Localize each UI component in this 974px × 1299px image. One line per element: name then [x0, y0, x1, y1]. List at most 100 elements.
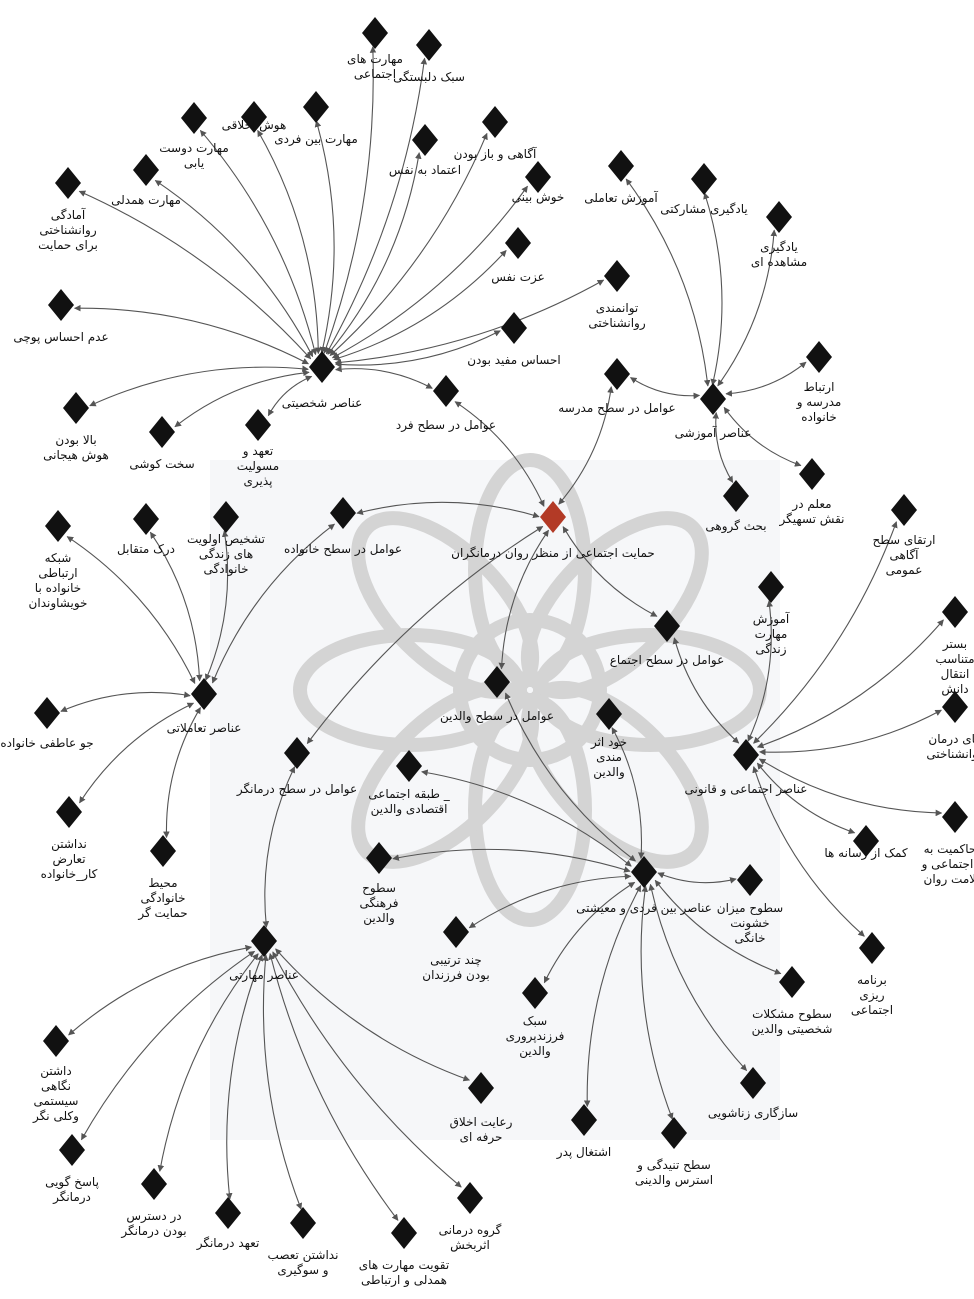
- node-diamond-icon: [241, 101, 267, 133]
- edge-educational-school_family: [725, 361, 807, 397]
- node-particip_learn[interactable]: یادگیری مشارکتی: [660, 163, 748, 217]
- node-interactive_edu[interactable]: آموزش تعاملی: [584, 150, 658, 206]
- node-label: عزت نفس: [491, 270, 545, 285]
- edge-personality-commit: [267, 375, 313, 417]
- node-label: تشخیص اولویت: [187, 532, 265, 547]
- node-label: نداشتن: [51, 837, 87, 852]
- node-no_empty[interactable]: عدم احساس پوچی: [13, 289, 109, 345]
- node-diamond-icon: [309, 351, 335, 383]
- node-label: همدلی و ارتباطی: [361, 1273, 447, 1288]
- node-moral_int[interactable]: هوش اخلاقی: [222, 101, 287, 133]
- node-optimism[interactable]: خوش بینی: [512, 161, 565, 205]
- node-useful[interactable]: احساس مفید بودن: [467, 312, 561, 368]
- node-label: کمک از رسانه ها: [824, 846, 908, 861]
- node-label: رعایت اخلاق: [450, 1115, 513, 1130]
- node-marital[interactable]: سازگاری زناشویی: [708, 1067, 798, 1121]
- node-empathy[interactable]: مهارت همدلی: [111, 154, 181, 208]
- node-self_esteem[interactable]: عزت نفس: [491, 227, 545, 285]
- node-label: مهارت همدلی: [111, 193, 181, 208]
- node-father_job[interactable]: اشتغال پدر: [556, 1104, 611, 1160]
- node-aware[interactable]: آگاهی و باز بودن: [454, 106, 537, 162]
- node-center[interactable]: حمایت اجتماعی از منظر روان درمانگران: [451, 501, 655, 561]
- node-social_legal[interactable]: عناصر اجتماعی و قانونی: [685, 739, 808, 797]
- node-diamond-icon: [141, 1168, 167, 1200]
- node-diligence[interactable]: سخت کوشی: [129, 416, 195, 472]
- node-label: نگاهی: [41, 1079, 71, 1093]
- node-skills[interactable]: عناصر مهارتی: [229, 925, 299, 983]
- node-diamond-icon: [133, 503, 159, 535]
- node-personality[interactable]: عناصر شخصیتی: [282, 351, 363, 411]
- node-label: تعارض: [52, 852, 85, 867]
- node-label: شخصیتی والدین: [752, 1022, 833, 1037]
- node-label: ارتباطی: [38, 566, 77, 581]
- node-diamond-icon: [48, 289, 74, 321]
- node-interpersonal[interactable]: عناصر بین فردی و معیشتی: [576, 856, 712, 916]
- node-label: طبقه اجتماعی _: [368, 787, 450, 801]
- edge-interactional-climate: [60, 691, 191, 713]
- node-f_school[interactable]: عوامل در سطح مدرسه: [558, 358, 676, 416]
- node-f_family[interactable]: عوامل در سطح خانواده: [284, 497, 402, 557]
- node-therapy_centers[interactable]: های درمانروانشناختی: [926, 691, 974, 762]
- node-f_individual[interactable]: عوامل در سطح فرد: [396, 375, 496, 433]
- node-diamond-icon: [891, 494, 917, 526]
- node-interp_sk[interactable]: مهارت بین فردی: [274, 91, 358, 147]
- node-climate[interactable]: جو عاطفی خانواده: [0, 697, 94, 751]
- node-label: والدین: [519, 1044, 551, 1059]
- node-educational[interactable]: عناصر آموزشی: [675, 383, 752, 441]
- node-commit_t[interactable]: تعهد درمانگر: [196, 1197, 260, 1251]
- edge-personality-no_empty: [73, 304, 309, 365]
- edge-interpersonal-stress: [640, 885, 674, 1120]
- node-f_therapist[interactable]: عوامل در سطح درمانگر: [236, 737, 357, 797]
- node-governance[interactable]: ه حاکمیت بهت اجتماعی وسلامت روان: [921, 801, 974, 887]
- node-label: روانشناختی: [926, 747, 974, 762]
- node-self_conf[interactable]: اعتماد به نفس: [389, 124, 461, 178]
- node-label: خانواده: [801, 410, 837, 425]
- node-style_att[interactable]: سبک دلبستگی: [393, 29, 465, 84]
- node-group_disc[interactable]: بحث گروهی: [705, 480, 767, 534]
- node-ses[interactable]: طبقه اجتماعی _اقتصادی والدین: [368, 750, 451, 817]
- node-f_society[interactable]: عوامل در سطح اجتماع: [610, 610, 725, 668]
- node-diamond-icon: [604, 358, 630, 390]
- node-label: تعهد درمانگر: [196, 1236, 260, 1251]
- node-diamond-icon: [608, 150, 634, 182]
- node-mutual[interactable]: درک متقابل: [117, 503, 175, 557]
- node-media[interactable]: کمک از رسانه ها: [824, 825, 908, 861]
- node-label: چند ترتیبی: [430, 953, 482, 968]
- node-label: مسولیت: [237, 459, 279, 474]
- node-interactional[interactable]: عناصر تعاملاتی: [167, 678, 242, 736]
- node-f_parents[interactable]: عوامل در سطح والدین: [440, 666, 554, 724]
- node-label: مهارت بین فردی: [274, 132, 358, 147]
